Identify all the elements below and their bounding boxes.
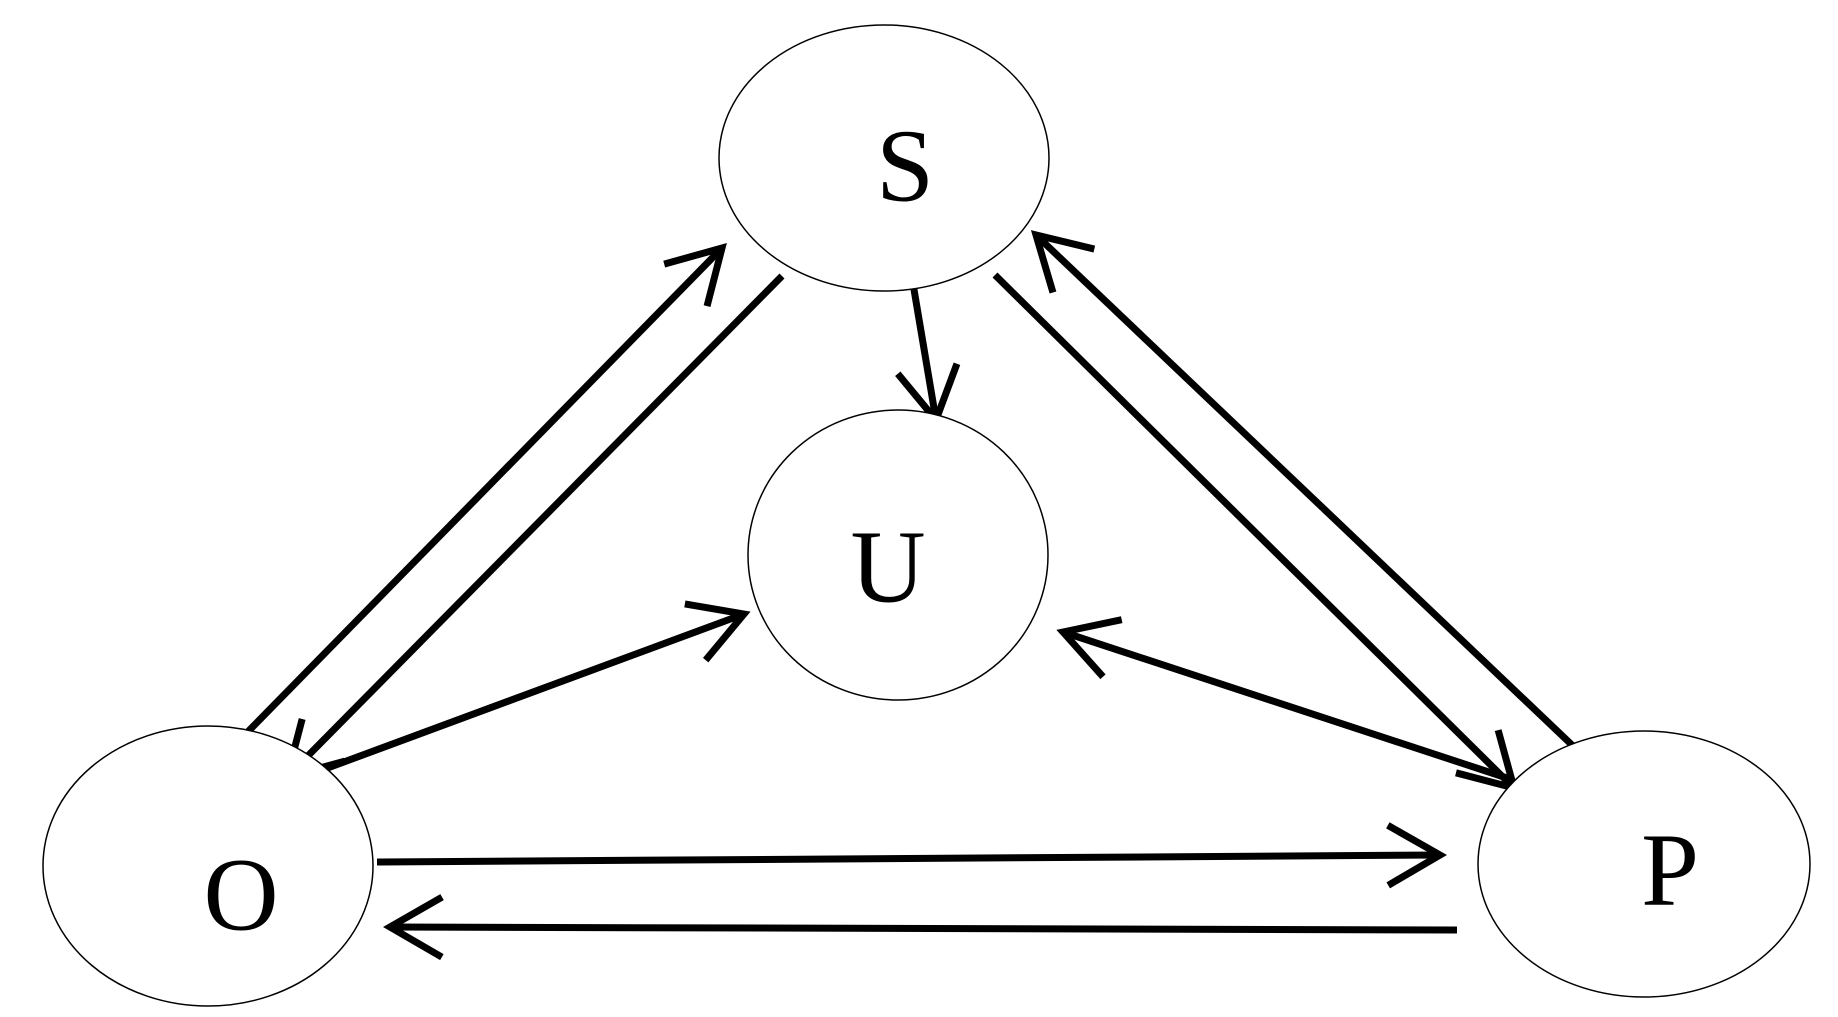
edge-p-to-o-line bbox=[389, 923, 1458, 934]
node-s-shape bbox=[718, 24, 1050, 292]
edge-o-to-s-line bbox=[225, 245, 725, 755]
node-o-shape bbox=[42, 725, 374, 1007]
edge-o-to-u bbox=[304, 600, 751, 780]
node-s-label: S bbox=[876, 109, 934, 224]
edge-s-to-p-line bbox=[992, 272, 1517, 791]
edge-o-to-p-line bbox=[376, 851, 1441, 866]
node-p: P bbox=[1477, 730, 1811, 998]
node-u-label: U bbox=[850, 510, 925, 625]
edge-o-to-p-arrowhead bbox=[1386, 822, 1447, 889]
edge-p-to-o-arrowhead bbox=[383, 894, 444, 961]
edge-p-to-u bbox=[1056, 616, 1509, 782]
node-o-label: O bbox=[203, 838, 278, 953]
edge-o-to-u-arrowhead bbox=[684, 600, 751, 663]
edges bbox=[225, 230, 1575, 961]
edge-p-to-s-line bbox=[1033, 232, 1575, 748]
edge-p-to-o bbox=[383, 894, 1458, 961]
edge-s-to-o-line bbox=[284, 273, 785, 780]
edge-o-to-s-arrowhead bbox=[663, 243, 727, 307]
edge-o-to-u-line bbox=[304, 610, 746, 780]
edge-p-to-u-line bbox=[1061, 628, 1509, 782]
edge-p-to-u-arrowhead bbox=[1056, 616, 1123, 680]
edge-s-to-p bbox=[992, 272, 1519, 793]
edge-p-to-s bbox=[1030, 230, 1575, 748]
node-p-label: P bbox=[1641, 813, 1699, 928]
node-o: O bbox=[42, 725, 374, 1007]
edge-s-to-o bbox=[282, 273, 785, 782]
edge-p-to-s-arrowhead bbox=[1030, 230, 1096, 294]
node-s: S bbox=[718, 24, 1050, 292]
edge-o-to-p bbox=[376, 822, 1447, 889]
node-u: U bbox=[747, 409, 1049, 701]
node-u-shape bbox=[747, 409, 1049, 701]
edge-o-to-s bbox=[225, 243, 727, 755]
node-p-shape bbox=[1477, 730, 1811, 998]
